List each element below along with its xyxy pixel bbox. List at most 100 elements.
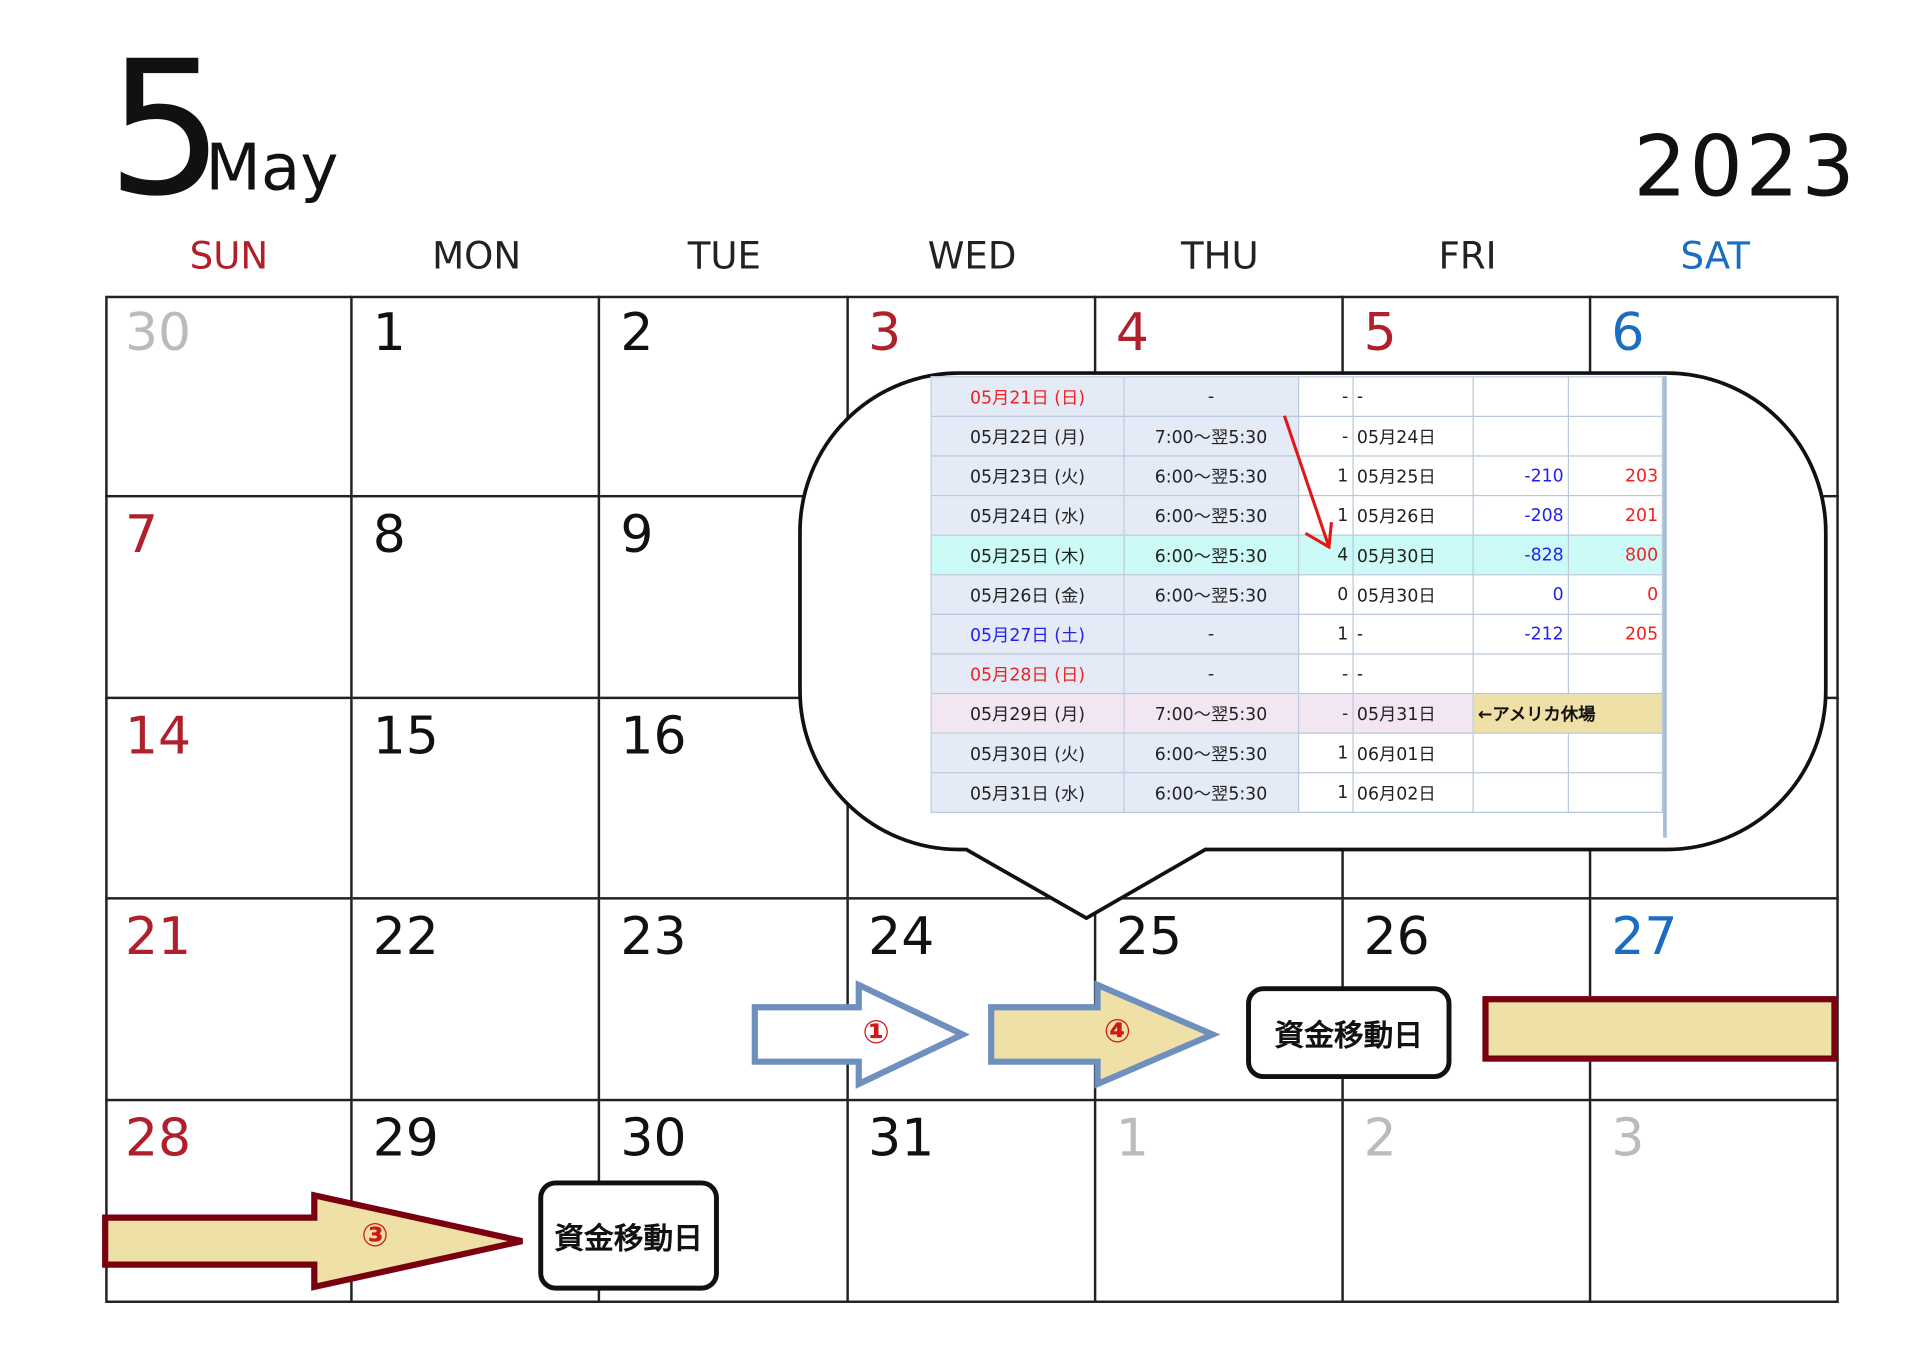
cell-v2 <box>1567 415 1664 457</box>
weekday-mon: MON <box>432 235 522 279</box>
weekday-wed: WED <box>927 235 1017 279</box>
cell-v1 <box>1472 772 1569 813</box>
table-row: 05月21日 (日)--- <box>930 376 1664 418</box>
cell-v1 <box>1472 376 1569 418</box>
cell-hours: - <box>1123 653 1299 695</box>
note-us-holiday: ←アメリカ休場 <box>1472 692 1664 734</box>
cell-settle: 05月26日 <box>1351 494 1475 536</box>
day-cell[interactable]: 30 <box>601 1101 849 1303</box>
day-cell[interactable]: 14 <box>105 698 353 901</box>
cell-count: - <box>1297 692 1354 734</box>
schedule-table: 05月21日 (日)---05月22日 (月)7:00～翌5:30-05月24日… <box>930 376 1667 838</box>
cell-settle: 05月31日 <box>1351 692 1475 734</box>
day-number: 25 <box>1115 906 1183 967</box>
cell-date: 05月23日 (火) <box>930 455 1125 497</box>
day-number: 14 <box>124 704 192 766</box>
day-cell[interactable]: 21 <box>105 900 353 1102</box>
cell-count: - <box>1297 653 1354 695</box>
day-cell[interactable]: 8 <box>352 497 601 699</box>
month-name: May <box>205 131 339 206</box>
day-cell[interactable]: 7 <box>105 497 353 699</box>
table-row: 05月29日 (月)7:00～翌5:30-05月31日←アメリカ休場 <box>930 692 1664 734</box>
day-number: 6 <box>1611 301 1645 363</box>
day-number: 2 <box>1363 1107 1397 1169</box>
day-cell[interactable]: 23 <box>600 900 849 1102</box>
day-number: 27 <box>1611 906 1678 967</box>
cell-count: - <box>1297 415 1354 457</box>
day-number: 1 <box>372 301 406 363</box>
weekday-sat: SAT <box>1680 235 1750 279</box>
cell-count: 1 <box>1297 772 1354 813</box>
day-number: 15 <box>372 704 439 766</box>
fund-move-day-box-1: 資金移動日 <box>1246 986 1452 1080</box>
table-row: 05月28日 (日)--- <box>930 653 1664 695</box>
cell-settle: 05月25日 <box>1351 455 1475 497</box>
day-cell[interactable]: 30 <box>105 295 353 498</box>
cell-date: 05月30日 (火) <box>930 732 1125 774</box>
cell-hours: - <box>1123 376 1299 418</box>
cell-v1: -210 <box>1472 455 1569 497</box>
day-cell[interactable]: 24 <box>848 900 1097 1102</box>
cell-date: 05月28日 (日) <box>930 653 1125 695</box>
cell-v2: 205 <box>1567 613 1664 655</box>
day-number: 5 <box>1363 301 1397 363</box>
cell-count: 1 <box>1297 613 1354 655</box>
cell-v2 <box>1567 376 1664 418</box>
day-cell[interactable]: 2 <box>1344 1101 1592 1303</box>
cell-hours: 6:00～翌5:30 <box>1123 772 1299 813</box>
day-cell[interactable]: 1 <box>352 295 601 498</box>
weekday-fri: FRI <box>1438 235 1497 279</box>
day-cell[interactable]: 22 <box>352 900 601 1102</box>
cell-date: 05月29日 (月) <box>930 692 1125 734</box>
cell-date: 05月31日 (水) <box>930 772 1125 813</box>
callout-tail <box>962 846 1208 921</box>
cell-v2: 201 <box>1567 494 1664 536</box>
arrow-3-label: ③ <box>361 1217 389 1255</box>
cell-count: - <box>1297 376 1354 418</box>
day-cell[interactable]: 15 <box>352 698 601 901</box>
arrow-4-icon <box>988 980 1221 1089</box>
cell-date: 05月27日 (土) <box>930 613 1125 655</box>
day-number: 31 <box>868 1107 935 1169</box>
day-cell[interactable]: 31 <box>848 1101 1097 1303</box>
arrow-1-icon <box>751 980 970 1089</box>
cell-hours: 7:00～翌5:30 <box>1123 692 1299 734</box>
day-number: 24 <box>868 906 935 967</box>
day-number: 29 <box>372 1107 439 1169</box>
day-cell[interactable]: 1 <box>1096 1101 1344 1303</box>
month-number: 5 <box>106 22 225 238</box>
weekday-sun: SUN <box>189 235 269 279</box>
cell-v1: -828 <box>1472 534 1569 576</box>
day-number: 9 <box>620 503 654 565</box>
weekday-tue: TUE <box>687 235 762 279</box>
day-number: 3 <box>1611 1107 1645 1169</box>
day-cell[interactable] <box>1591 699 1840 901</box>
day-cell[interactable]: 3 <box>1592 1102 1840 1303</box>
day-number: 21 <box>124 906 192 967</box>
cell-hours: 6:00～翌5:30 <box>1123 494 1299 536</box>
day-number: 2 <box>620 301 654 363</box>
cell-v2: 0 <box>1567 574 1664 615</box>
day-cell[interactable]: 2 <box>600 295 849 498</box>
cell-v2: 800 <box>1567 534 1664 576</box>
day-number: 30 <box>124 301 192 363</box>
cell-settle: 06月02日 <box>1351 772 1475 813</box>
cell-v2 <box>1567 732 1664 774</box>
arrow-1-label: ① <box>862 1014 890 1052</box>
day-cell[interactable]: 27 <box>1591 900 1840 1102</box>
cell-settle: 05月30日 <box>1351 574 1475 615</box>
cell-settle: - <box>1351 376 1475 418</box>
day-number: 30 <box>620 1107 687 1169</box>
arrows-week4 <box>751 980 1221 1089</box>
arrow-4-label: ④ <box>1103 1013 1132 1051</box>
cell-v1: -212 <box>1472 613 1569 655</box>
cell-v2: 203 <box>1567 455 1664 497</box>
fund-move-day-box-2: 資金移動日 <box>538 1180 719 1291</box>
cell-v1 <box>1472 732 1569 774</box>
cell-date: 05月26日 (金) <box>930 574 1125 615</box>
day-number: 3 <box>868 301 902 363</box>
day-number: 22 <box>372 906 439 967</box>
